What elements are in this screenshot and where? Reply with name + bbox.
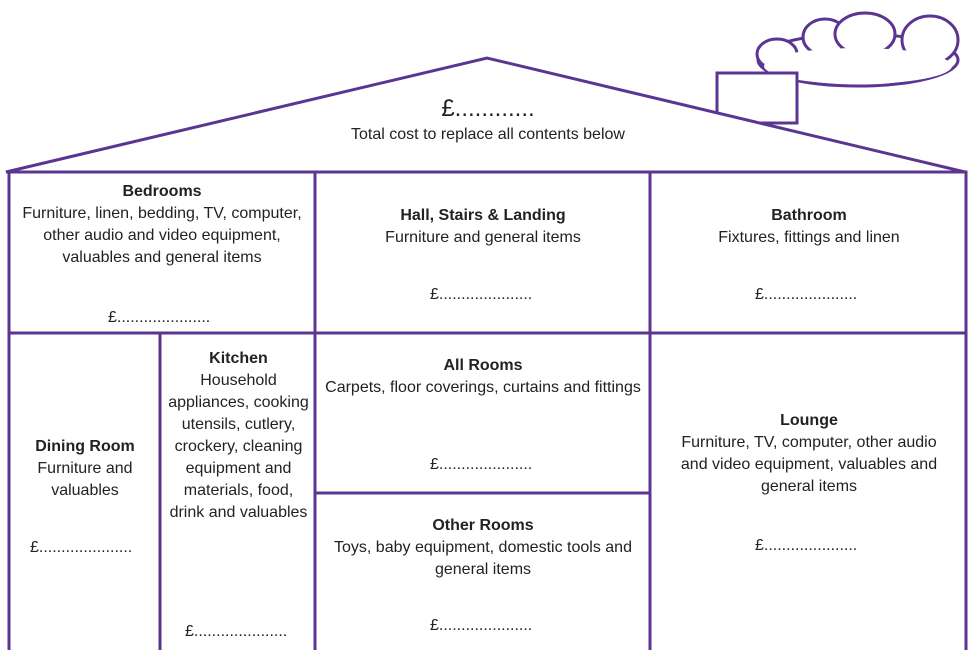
amount-field-hall[interactable]: £..................... <box>430 286 533 303</box>
room-desc-all-rooms: Carpets, floor coverings, curtains and f… <box>325 379 641 396</box>
amount-field-bedrooms[interactable]: £..................... <box>108 309 211 326</box>
amount-field-kitchen[interactable]: £..................... <box>185 623 288 640</box>
room-title-hall: Hall, Stairs & Landing <box>400 207 566 224</box>
total-cost-panel: £............ Total cost to replace all … <box>320 94 656 146</box>
room-bedrooms: Bedrooms Furniture, linen, bedding, TV, … <box>12 181 312 269</box>
amount-field-dining[interactable]: £..................... <box>30 539 133 556</box>
room-title-dining: Dining Room <box>35 438 135 455</box>
total-cost-amount[interactable]: £............ <box>441 95 535 122</box>
room-title-bathroom: Bathroom <box>771 207 847 224</box>
room-desc-kitchen: Household appliances, cooking utensils, … <box>168 372 309 521</box>
room-desc-dining: Furniture and valuables <box>37 460 133 499</box>
room-kitchen: Kitchen Household appliances, cooking ut… <box>166 348 311 524</box>
room-desc-bedrooms: Furniture, linen, bedding, TV, computer,… <box>22 205 302 266</box>
room-desc-lounge: Furniture, TV, computer, other audio and… <box>680 434 938 495</box>
room-desc-other-rooms: Toys, baby equipment, domestic tools and… <box>334 539 632 578</box>
room-all-rooms: All Rooms Carpets, floor coverings, curt… <box>318 355 648 399</box>
room-hall: Hall, Stairs & Landing Furniture and gen… <box>318 205 648 249</box>
room-other-rooms: Other Rooms Toys, baby equipment, domest… <box>318 515 648 581</box>
room-desc-bathroom: Fixtures, fittings and linen <box>718 229 900 246</box>
room-title-all-rooms: All Rooms <box>443 357 523 374</box>
amount-field-all-rooms[interactable]: £..................... <box>430 456 533 473</box>
room-title-other-rooms: Other Rooms <box>432 517 534 534</box>
house-walls <box>7 170 968 650</box>
room-desc-hall: Furniture and general items <box>385 229 581 246</box>
cloud-smoke-icon <box>755 11 960 88</box>
room-dining: Dining Room Furniture and valuables <box>15 436 155 502</box>
total-cost-label: Total cost to replace all contents below <box>351 126 625 143</box>
room-title-bedrooms: Bedrooms <box>122 183 202 200</box>
room-title-lounge: Lounge <box>780 412 838 429</box>
room-lounge: Lounge Furniture, TV, computer, other au… <box>668 410 950 498</box>
room-bathroom: Bathroom Fixtures, fittings and linen <box>653 205 965 249</box>
amount-field-lounge[interactable]: £..................... <box>755 537 858 554</box>
amount-field-bathroom[interactable]: £..................... <box>755 286 858 303</box>
room-title-kitchen: Kitchen <box>209 350 268 367</box>
amount-field-other-rooms[interactable]: £..................... <box>430 617 533 634</box>
